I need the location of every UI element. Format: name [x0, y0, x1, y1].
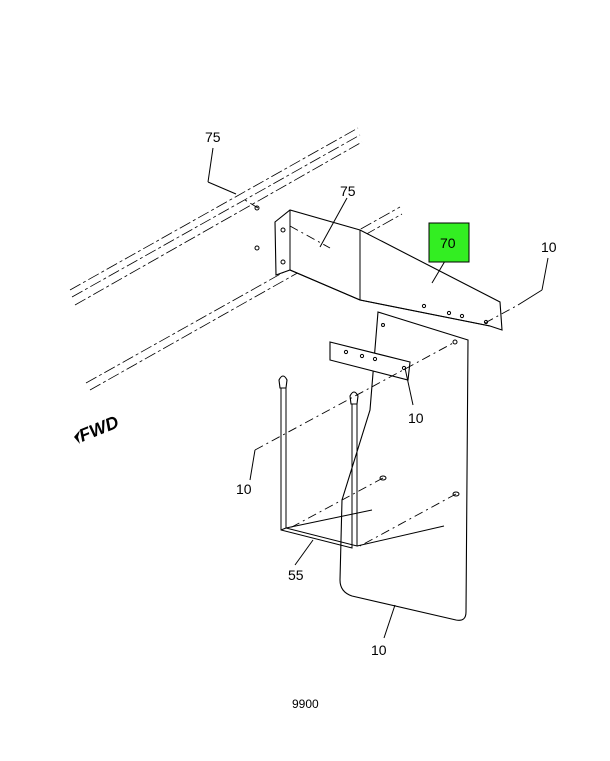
callout-flap: 10 — [371, 642, 387, 658]
leader-lines — [207, 147, 549, 639]
callout-rail: 75 — [205, 129, 221, 145]
hanger-assembly — [278, 375, 445, 549]
bolt-centerlines — [244, 199, 519, 547]
mud-flap — [339, 311, 469, 621]
highlighted-callout[interactable]: 70 — [428, 222, 470, 263]
callout-plate: 10 — [408, 410, 424, 426]
forward-indicator: FWD — [74, 412, 121, 446]
forward-arrow-icon — [74, 430, 80, 444]
callout-hanger: 55 — [288, 567, 304, 583]
highlight-box — [428, 222, 470, 263]
forward-label: FWD — [76, 412, 121, 446]
figure-number: 9900 — [292, 697, 319, 711]
callout-left-bolt: 10 — [236, 481, 252, 497]
mounting-bracket — [254, 205, 503, 331]
callout-highlighted: 70 — [440, 235, 456, 251]
callout-right-bolt: 10 — [541, 239, 557, 255]
callout-bracket: 75 — [340, 183, 356, 199]
